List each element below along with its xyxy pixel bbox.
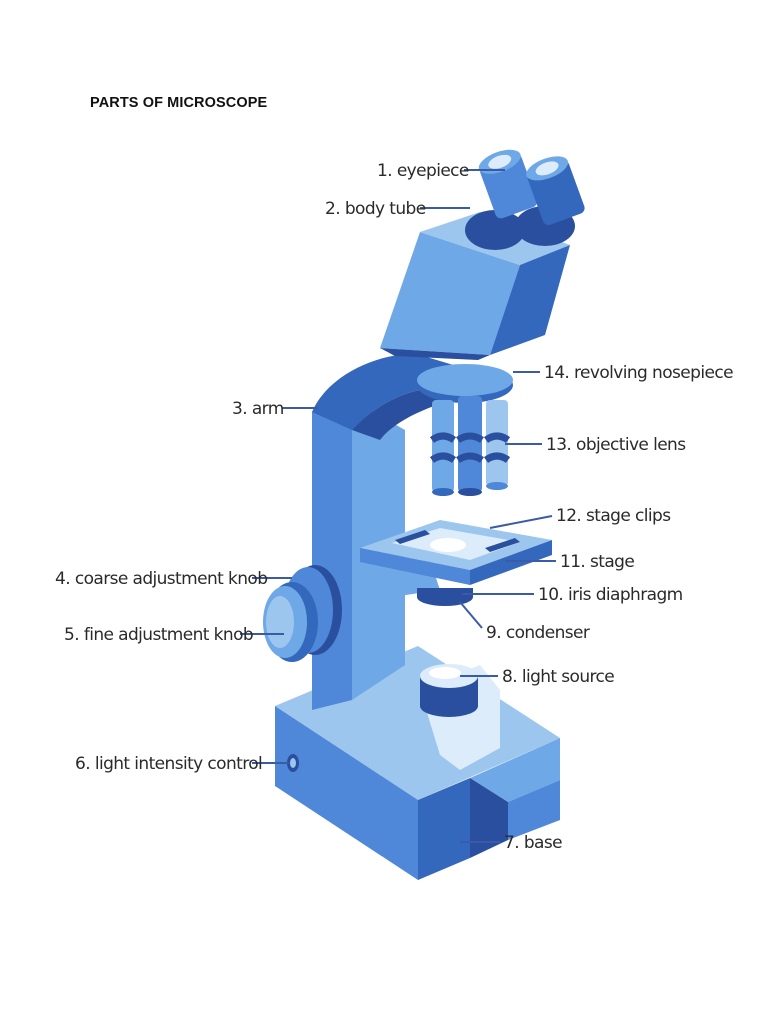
label-condenser: 9. condenser <box>486 623 590 643</box>
light-source-illustration <box>420 664 478 717</box>
stage-illustration <box>360 520 552 606</box>
knobs-illustration <box>263 565 342 662</box>
leader-lines <box>240 169 556 843</box>
objectives-illustration <box>417 364 513 496</box>
label-fine-adjustment-knob: 5. fine adjustment knob <box>64 625 253 645</box>
label-stage-clips: 12. stage clips <box>556 506 671 526</box>
label-eyepiece: 1. eyepiece <box>377 161 469 181</box>
label-stage: 11. stage <box>560 552 634 572</box>
label-revolving-nosepiece: 14. revolving nosepiece <box>544 363 733 383</box>
label-objective-lens: 13. objective lens <box>546 435 686 455</box>
page-title: PARTS OF MICROSCOPE <box>90 95 268 111</box>
head-illustration <box>380 149 585 360</box>
label-light-source: 8. light source <box>502 667 614 687</box>
label-base: 7. base <box>504 833 562 853</box>
label-arm: 3. arm <box>232 399 284 419</box>
label-light-intensity-control: 6. light intensity control <box>75 754 262 774</box>
label-iris-diaphragm: 10. iris diaphragm <box>538 585 683 605</box>
label-body-tube: 2. body tube <box>325 199 426 219</box>
label-coarse-adjustment-knob: 4. coarse adjustment knob <box>55 569 267 589</box>
